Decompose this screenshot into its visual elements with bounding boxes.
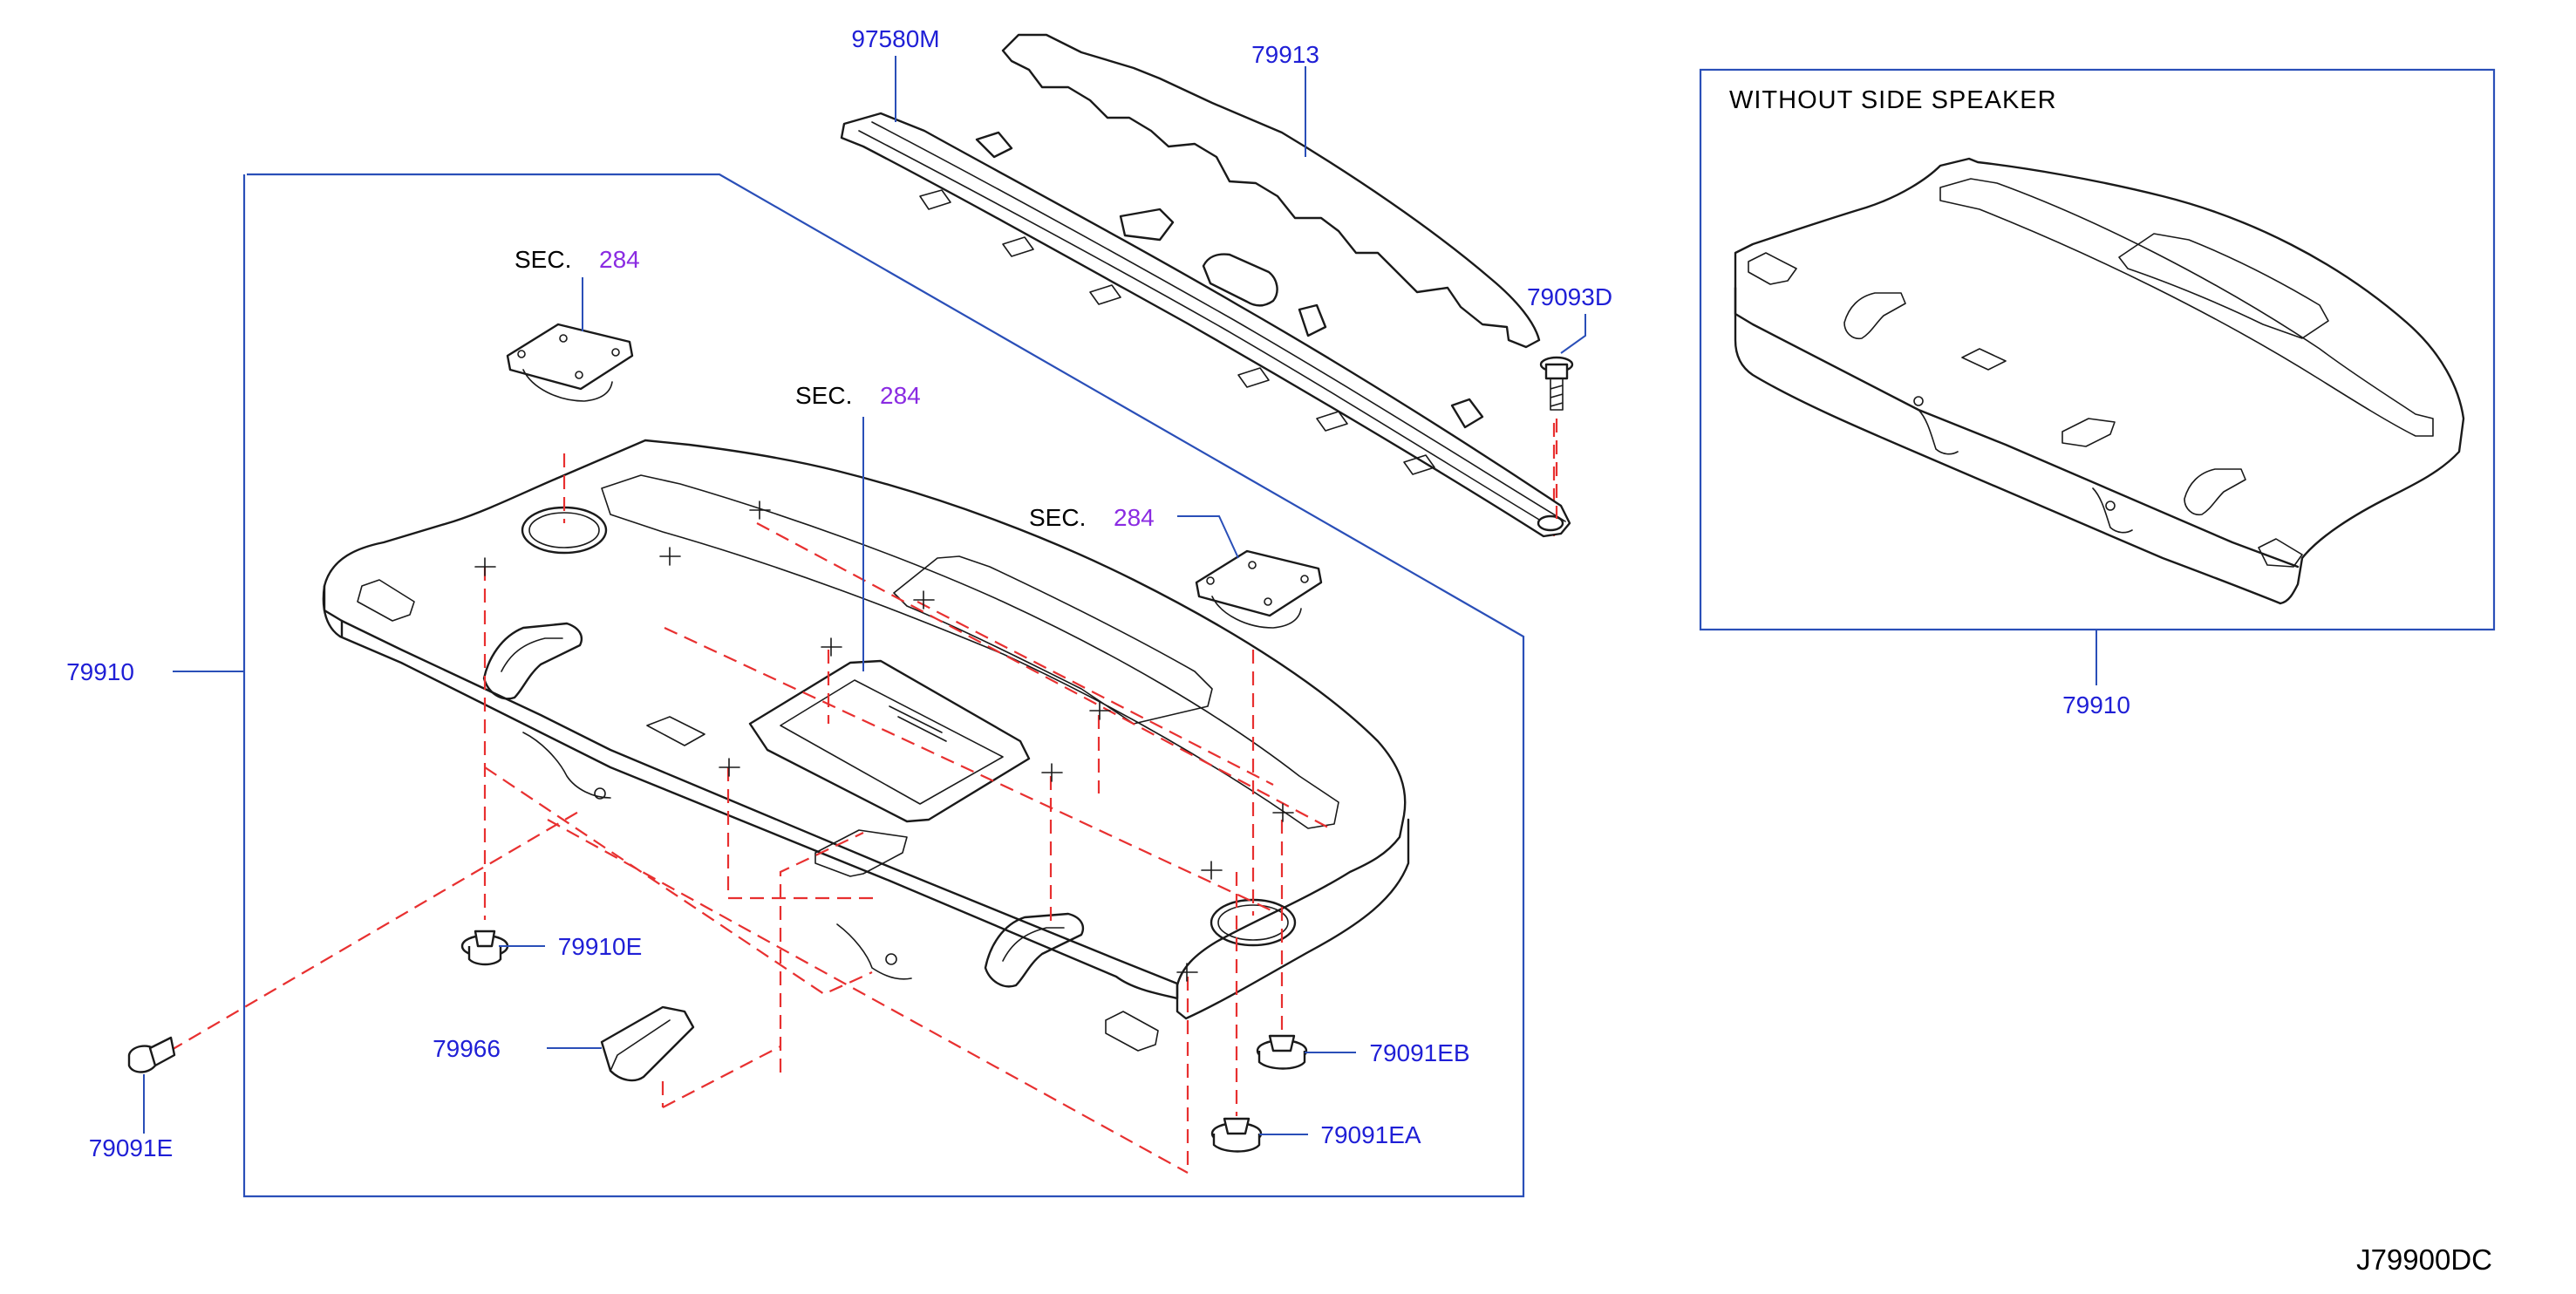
- cover-79966: [600, 1005, 695, 1082]
- part-label-79913: 79913: [1251, 41, 1319, 68]
- inset-part-label: 79910: [2062, 691, 2130, 719]
- clip-marks: [474, 501, 1294, 982]
- speaker-adaptor-right: [1195, 549, 1323, 629]
- clip-79910E: [460, 930, 509, 966]
- part-label-79966: 79966: [433, 1035, 501, 1062]
- section-ref-left-number: 284: [599, 246, 640, 273]
- clip-79091EA: [1210, 1117, 1263, 1153]
- parcel-shelf-inset: [1734, 157, 2465, 605]
- parcel-shelf-main: [322, 439, 1410, 1052]
- part-label-79091E: 79091E: [89, 1134, 174, 1161]
- part-label-79091EB: 79091EB: [1369, 1039, 1469, 1066]
- clip-79091E: [127, 1036, 176, 1073]
- finisher-79913: [1001, 33, 1541, 349]
- section-ref-right-number: 284: [1114, 504, 1155, 531]
- bolt-79093D: [1539, 356, 1574, 411]
- part-label-97580M: 97580M: [851, 25, 939, 52]
- part-label-79091EA: 79091EA: [1320, 1121, 1421, 1148]
- leader-sec284-right: [1177, 515, 1239, 559]
- clip-79091EB: [1256, 1034, 1308, 1070]
- assembly-guides: [169, 423, 1556, 1174]
- main-group-box: [242, 173, 1525, 1198]
- part-label-79910: 79910: [66, 658, 134, 685]
- part-label-79910E: 79910E: [558, 933, 643, 960]
- part-label-79093D: 79093D: [1527, 283, 1612, 310]
- leader-79093D: [1560, 314, 1586, 354]
- assembly-97580M: [840, 112, 1571, 538]
- section-ref-left-prefix: SEC.: [515, 246, 571, 273]
- diagram-code: J79900DC: [2356, 1243, 2492, 1276]
- section-ref-right-prefix: SEC.: [1029, 504, 1086, 531]
- inset-title: WITHOUT SIDE SPEAKER: [1729, 86, 2057, 114]
- section-ref-center-prefix: SEC.: [795, 382, 852, 409]
- section-ref-center-number: 284: [880, 382, 921, 409]
- speaker-adaptor-left: [506, 323, 634, 402]
